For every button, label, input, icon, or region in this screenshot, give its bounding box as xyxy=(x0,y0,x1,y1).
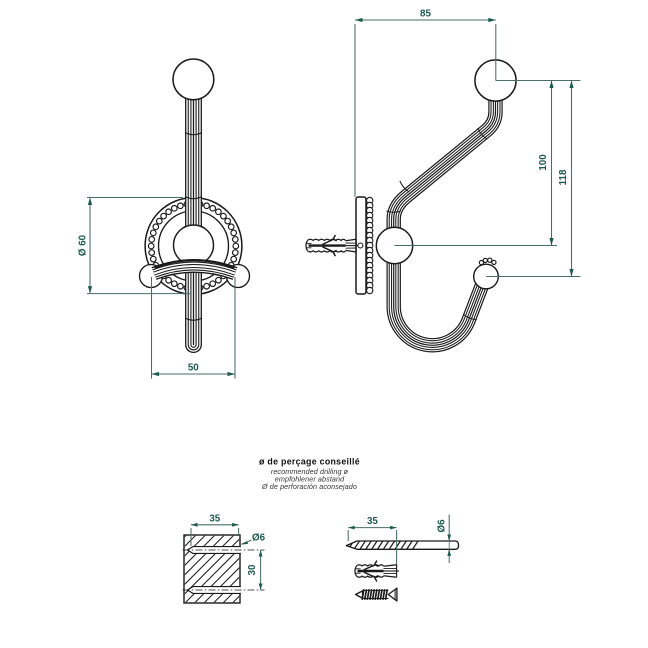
svg-text:118: 118 xyxy=(558,169,569,185)
svg-text:Ø6: Ø6 xyxy=(252,533,266,544)
svg-text:recommended drilling ø: recommended drilling ø xyxy=(271,467,349,476)
svg-text:50: 50 xyxy=(188,363,199,374)
svg-text:35: 35 xyxy=(367,516,378,527)
svg-text:85: 85 xyxy=(420,9,431,20)
svg-text:100: 100 xyxy=(538,154,549,171)
svg-text:35: 35 xyxy=(209,513,220,524)
svg-text:Ø de perforación aconsejado: Ø de perforación aconsejado xyxy=(261,482,357,491)
svg-text:empfohlener abstand: empfohlener abstand xyxy=(275,475,345,484)
svg-text:ø de perçage conseillé: ø de perçage conseillé xyxy=(259,457,360,467)
svg-text:30: 30 xyxy=(247,564,258,575)
svg-text:Ø 60: Ø 60 xyxy=(78,234,89,256)
svg-text:Ø6: Ø6 xyxy=(436,519,447,533)
